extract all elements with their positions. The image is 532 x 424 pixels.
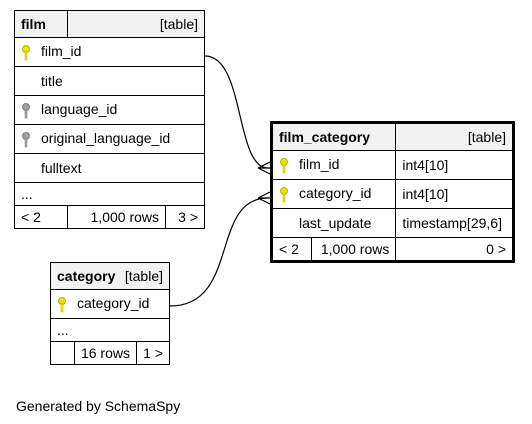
parents-link[interactable]: < 2 bbox=[14, 205, 68, 229]
column-name: language_id bbox=[41, 101, 118, 118]
parents-link[interactable] bbox=[50, 341, 75, 365]
parents-link[interactable]: < 2 bbox=[271, 237, 312, 262]
table-type: [table] bbox=[67, 10, 205, 38]
edge-category-to-film-category bbox=[169, 197, 269, 307]
ellipsis: ... bbox=[14, 182, 205, 206]
column-type: timestamp[29,6] bbox=[395, 208, 514, 238]
children-link[interactable]: 0 > bbox=[395, 237, 514, 262]
row-count: 1,000 rows bbox=[310, 237, 397, 262]
column-row[interactable]: film_id int4[10] bbox=[270, 150, 514, 180]
row-count: 16 rows bbox=[73, 341, 138, 365]
primary-key-icon bbox=[57, 296, 71, 313]
column-name: category_id bbox=[299, 185, 372, 202]
table-name[interactable]: category bbox=[57, 268, 116, 284]
column-row[interactable]: category_id int4[10] bbox=[270, 179, 514, 209]
column-name: film_id bbox=[41, 43, 82, 60]
column-name: film_id bbox=[299, 156, 340, 173]
ellipsis: ... bbox=[50, 318, 170, 342]
table-name[interactable]: film_category bbox=[279, 129, 371, 145]
ellipsis-row: ... bbox=[14, 182, 205, 206]
row-count: 1,000 rows bbox=[67, 205, 166, 229]
ellipsis-row: ... bbox=[50, 318, 170, 342]
crowfoot-category-id bbox=[257, 191, 271, 205]
column-row[interactable]: last_update timestamp[29,6] bbox=[270, 208, 514, 238]
edge-film-to-film-category bbox=[204, 55, 269, 169]
column-name: title bbox=[41, 73, 63, 89]
column-row[interactable]: language_id bbox=[14, 95, 205, 125]
table-name[interactable]: film bbox=[21, 16, 46, 32]
table-film: film [table] film_id title language_id o… bbox=[14, 10, 205, 229]
table-film-category: film_category [table] film_id int4[10] c… bbox=[270, 121, 515, 263]
crowfoot-film-id bbox=[257, 161, 271, 175]
table-footer: < 2 1,000 rows 0 > bbox=[271, 237, 514, 262]
primary-key-icon bbox=[21, 44, 35, 61]
table-footer: 16 rows 1 > bbox=[50, 341, 170, 365]
column-row[interactable]: fulltext bbox=[14, 153, 205, 183]
children-link[interactable]: 3 > bbox=[165, 205, 205, 229]
column-name: fulltext bbox=[41, 160, 82, 176]
table-type: [table] bbox=[124, 268, 163, 284]
column-row[interactable]: original_language_id bbox=[14, 124, 205, 154]
column-row[interactable]: title bbox=[14, 66, 205, 96]
column-type: int4[10] bbox=[395, 179, 514, 209]
foreign-key-icon bbox=[21, 102, 35, 119]
table-footer: < 2 1,000 rows 3 > bbox=[14, 205, 205, 229]
column-name: last_update bbox=[299, 215, 372, 231]
primary-key-icon bbox=[279, 186, 293, 203]
primary-key-icon bbox=[279, 157, 293, 174]
foreign-key-icon bbox=[21, 131, 35, 148]
children-link[interactable]: 1 > bbox=[136, 341, 170, 365]
column-name: original_language_id bbox=[41, 130, 171, 147]
table-category: category [table] category_id ... 16 rows… bbox=[50, 262, 170, 365]
column-row[interactable]: film_id bbox=[14, 37, 205, 67]
generated-by-caption: Generated by SchemaSpy bbox=[16, 398, 181, 414]
column-type: int4[10] bbox=[395, 150, 514, 180]
column-name: category_id bbox=[77, 295, 150, 312]
table-type: [table] bbox=[395, 122, 514, 151]
column-row[interactable]: category_id bbox=[50, 289, 170, 319]
